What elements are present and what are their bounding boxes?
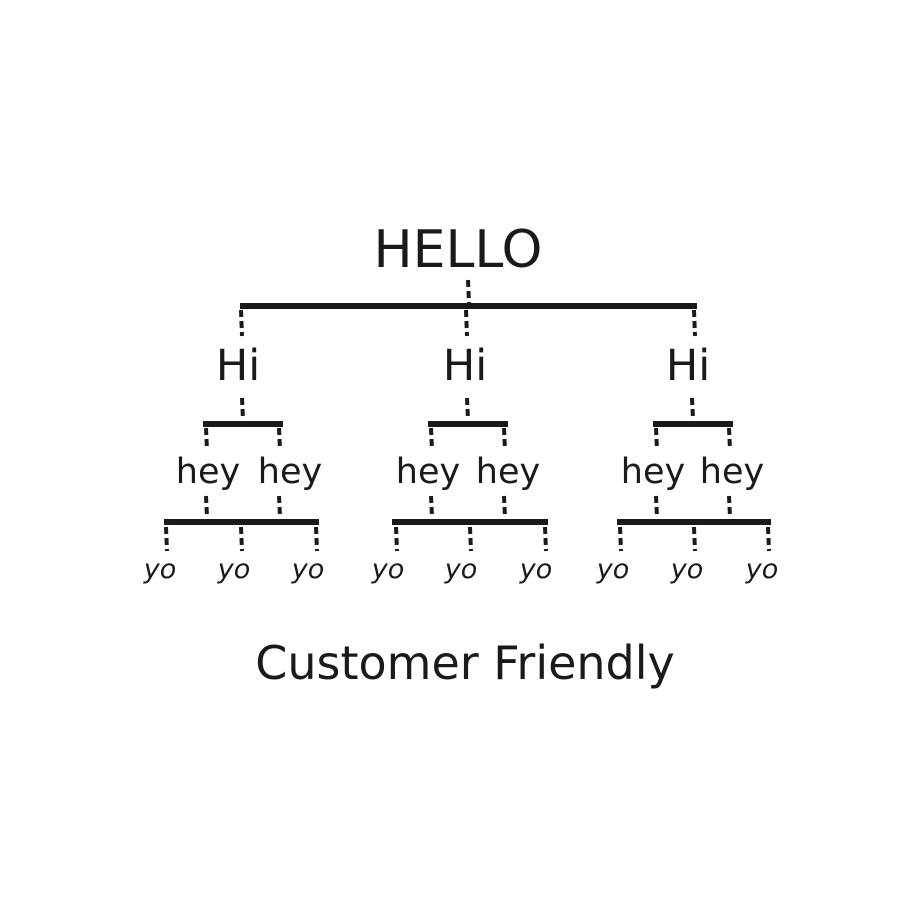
level1-node-label-3: Hi	[665, 341, 711, 391]
level2-stem-line-1-2	[277, 495, 282, 518]
leaf-node-label-2a: yo	[371, 554, 405, 585]
leaf-node-label-3a: yo	[596, 554, 630, 585]
level2-node-label-1a: hey	[175, 452, 241, 492]
level2-stem-line-1-1	[204, 495, 209, 518]
root-node-label: HELLO	[373, 220, 543, 280]
leaf-drop-line-1-3	[314, 526, 319, 552]
leaf-node-label-3c: yo	[745, 554, 779, 585]
level2-drop-line-1-2	[277, 427, 282, 451]
leaf-drop-line-3-2	[692, 526, 697, 552]
level1-stem-line-3	[690, 397, 695, 420]
level2-stem-line-3-1	[654, 495, 659, 518]
level1-node-label-1: Hi	[215, 341, 261, 391]
level2-stem-line-2-1	[429, 495, 434, 518]
level2-node-label-3b: hey	[699, 452, 765, 492]
leaf-drop-line-1-1	[164, 526, 169, 552]
root-stem-line	[466, 279, 471, 304]
level2-node-label-2a: hey	[395, 452, 461, 492]
level1-node-label-2: Hi	[442, 341, 488, 391]
level1-stem-line-1	[240, 397, 245, 420]
leaf-node-label-1c: yo	[291, 554, 325, 585]
leaf-drop-line-2-2	[468, 526, 473, 552]
level2-drop-line-2-1	[429, 427, 434, 451]
leaf-drop-line-3-3	[766, 526, 771, 552]
level2-drop-line-3-1	[654, 427, 659, 451]
leaf-node-label-2c: yo	[519, 554, 553, 585]
level1-drop-line-3	[692, 309, 697, 337]
leaf-node-label-3b: yo	[670, 554, 704, 585]
leaf-node-label-1a: yo	[143, 554, 177, 585]
level2-node-label-3a: hey	[620, 452, 686, 492]
leaf-drop-line-3-1	[618, 526, 623, 552]
leaf-node-label-1b: yo	[217, 554, 251, 585]
level2-drop-line-2-2	[502, 427, 507, 451]
leaf-drop-line-2-3	[543, 526, 548, 552]
leaf-drop-line-2-1	[394, 526, 399, 552]
level1-stem-line-2	[465, 397, 470, 420]
leaf-drop-line-1-2	[239, 526, 244, 552]
level2-stem-line-2-2	[502, 495, 507, 518]
level2-stem-line-3-2	[727, 495, 732, 518]
caption: Customer Friendly	[255, 636, 675, 690]
level1-drop-line-1	[239, 309, 244, 337]
level1-drop-line-2	[464, 309, 469, 337]
level2-drop-line-3-2	[727, 427, 732, 451]
level2-node-label-1b: hey	[257, 452, 323, 492]
level2-drop-line-1-1	[204, 427, 209, 451]
leaf-node-label-2b: yo	[444, 554, 478, 585]
level2-node-label-2b: hey	[475, 452, 541, 492]
